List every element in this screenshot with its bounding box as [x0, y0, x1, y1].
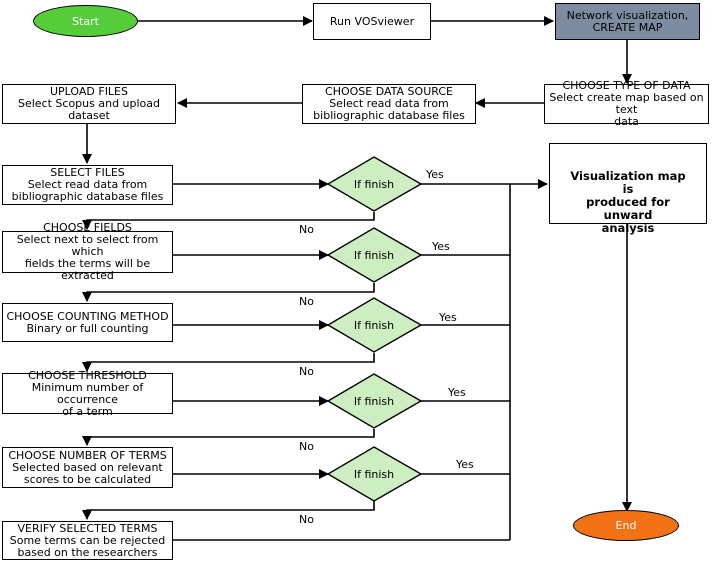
- arrow-no-3: [82, 353, 375, 372]
- select-files-line-2: bibliographic database files: [11, 190, 164, 203]
- decision-diamond-1: [326, 156, 423, 212]
- choose-data-source-box: CHOOSE DATA SOURCE Select read data from…: [302, 84, 476, 124]
- arrow-no-5: [82, 501, 375, 520]
- decision-diamond-5: [326, 446, 423, 502]
- threshold-line-1: Minimum number of occurrence: [31, 380, 144, 406]
- choose-number-of-terms-box: CHOOSE NUMBER OF TERMS Selected based on…: [2, 447, 173, 488]
- fields-line-2: fields the terms will be extracted: [24, 257, 151, 282]
- select-files-line-1: Select read data from: [27, 178, 148, 191]
- yes-label-1: Yes: [426, 168, 444, 181]
- threshold-title: CHOOSE THRESHOLD: [28, 368, 147, 382]
- upload-title: UPLOAD FILES: [49, 85, 128, 98]
- fields-line-1: Select next to select from which: [16, 233, 159, 258]
- no-label-1: No: [299, 223, 314, 236]
- no-label-2: No: [299, 295, 314, 308]
- choose-counting-method-box: CHOOSE COUNTING METHOD Binary or full co…: [2, 303, 173, 342]
- no-label-3: No: [299, 365, 314, 378]
- choose-threshold-box: CHOOSE THRESHOLD Minimum number of occur…: [2, 368, 173, 417]
- yes-label-5: Yes: [456, 458, 474, 471]
- network-visualization-box: Network visualization, CREATE MAP: [555, 3, 700, 40]
- select-files-title: SELECT FILES: [50, 166, 125, 179]
- run-vosviewer-label: Run VOSviewer: [329, 14, 415, 28]
- type-line-1: Select create map based on text: [549, 91, 704, 116]
- type-title: CHOOSE TYPE OF DATA: [562, 79, 691, 92]
- decision-label-1: If finish: [353, 178, 395, 191]
- type-line-2: data: [614, 115, 639, 128]
- result-line-2: produced for unward: [586, 195, 670, 222]
- num-terms-title: CHOOSE NUMBER OF TERMS: [8, 448, 167, 462]
- decision-label-5: If finish: [353, 468, 395, 481]
- decision-label-4: If finish: [353, 395, 395, 408]
- yes-label-2: Yes: [432, 240, 450, 253]
- verify-title: VERIFY SELECTED TERMS: [17, 521, 158, 535]
- decision-diamond-4: [326, 373, 423, 429]
- yes-label-3: Yes: [439, 311, 457, 324]
- counting-title: CHOOSE COUNTING METHOD: [6, 309, 169, 323]
- arrow-no-1: [82, 212, 375, 230]
- source-line-1: Select read data from: [329, 97, 449, 110]
- decision-label-3: If finish: [353, 319, 395, 332]
- upload-line-1: Select Scopus and upload: [17, 97, 161, 110]
- no-label-5: No: [299, 513, 314, 526]
- arrow-no-4: [82, 429, 375, 446]
- verify-line-2: based on the researchers: [17, 545, 158, 559]
- result-line-1: Visualization map is: [570, 169, 686, 196]
- arrow-no-2: [82, 283, 375, 302]
- run-vosviewer-box: Run VOSviewer: [313, 3, 431, 40]
- choose-fields-box: CHOOSE FIELDS Select next to select from…: [2, 222, 173, 282]
- start-node: Start: [33, 5, 138, 37]
- result-line-3: analysis: [601, 221, 655, 235]
- source-title: CHOOSE DATA SOURCE: [325, 85, 453, 98]
- decision-label-2: If finish: [353, 249, 395, 262]
- no-label-4: No: [299, 440, 314, 453]
- upload-line-2: dataset: [68, 109, 110, 122]
- source-line-2: bibliographic database files: [313, 109, 465, 122]
- verify-line-1: Some terms can be rejected: [9, 533, 166, 547]
- select-files-box: SELECT FILES Select read data from bibli…: [2, 165, 173, 205]
- choose-type-of-data-box: CHOOSE TYPE OF DATA Select create map ba…: [544, 80, 709, 128]
- num-terms-line-2: scores to be calculated: [23, 472, 152, 486]
- counting-line-1: Binary or full counting: [26, 321, 149, 335]
- num-terms-line-1: Selected based on relevant: [12, 460, 163, 474]
- fields-title: CHOOSE FIELDS: [43, 221, 132, 234]
- visualization-result-box: Visualization map is produced for unward…: [549, 143, 707, 235]
- end-node: End: [573, 510, 679, 541]
- decision-diamond-2: [326, 227, 423, 283]
- verify-selected-terms-box: VERIFY SELECTED TERMS Some terms can be …: [2, 521, 173, 560]
- threshold-line-2: of a term: [62, 404, 113, 418]
- network-line-2: CREATE MAP: [592, 20, 663, 34]
- decision-diamond-3: [326, 297, 423, 353]
- yes-label-4: Yes: [448, 386, 466, 399]
- network-line-1: Network visualization,: [566, 8, 689, 22]
- upload-files-box: UPLOAD FILES Select Scopus and upload da…: [2, 84, 176, 124]
